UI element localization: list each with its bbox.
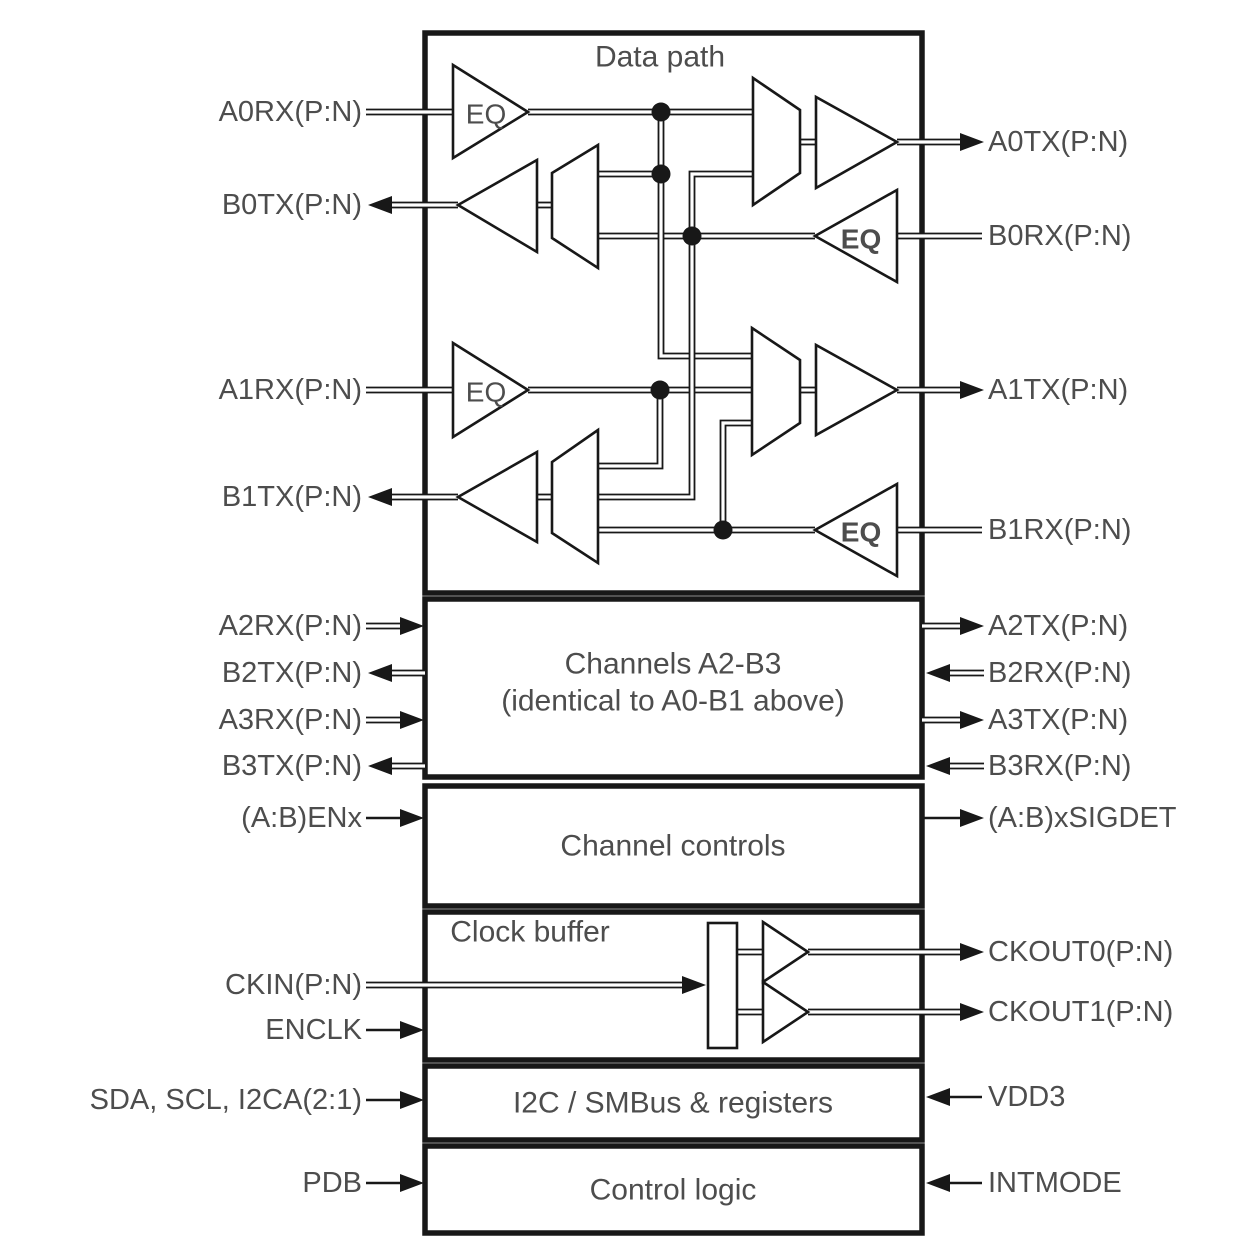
port-label-ckout1: CKOUT1(P:N) (988, 996, 1173, 1028)
port-label-vdd3: VDD3 (988, 1081, 1065, 1113)
arrow-ckout0 (960, 943, 984, 961)
channel-controls-title: Channel controls (560, 830, 785, 863)
arrow-enclk (400, 1021, 424, 1039)
arrow-i2c (400, 1091, 424, 1109)
arrow-a3tx (960, 711, 984, 729)
eq-b1-triangle (812, 481, 899, 579)
driver-b1tx-triangle (455, 449, 539, 545)
arrow-ckin (682, 976, 706, 994)
eq-labels: EQ EQ EQ EQ (466, 99, 881, 548)
eq-a1-triangle (451, 340, 531, 440)
port-label-i2c: SDA, SCL, I2CA(2:1) (90, 1084, 362, 1116)
port-label-enclk: ENCLK (265, 1014, 362, 1046)
mux-b1tx (550, 427, 600, 566)
arrow-intmode (926, 1174, 950, 1192)
arrow-en (400, 809, 424, 827)
port-label-b0rx: B0RX(P:N) (988, 220, 1131, 252)
port-label-a2rx: A2RX(P:N) (219, 610, 362, 642)
block-titles: Data path Channels A2-B3 (identical to A… (450, 41, 845, 1207)
left-port-labels: A0RX(P:N) B0TX(P:N) A1RX(P:N) B1TX(P:N) … (90, 96, 363, 1199)
driver-b0tx-triangle (455, 157, 539, 255)
junction-dot-b0 (682, 226, 702, 246)
junction-dot-b0mux (651, 164, 671, 184)
port-label-ckin: CKIN(P:N) (225, 969, 362, 1001)
eq-a0-label: EQ (466, 99, 506, 130)
port-label-b1tx: B1TX(P:N) (222, 481, 362, 513)
arrow-b3tx (368, 757, 392, 775)
junction-dot-a0 (651, 102, 671, 122)
arrow-pdb (400, 1174, 424, 1192)
eq-a1-label: EQ (466, 377, 506, 408)
driver-a1tx-triangle (814, 342, 900, 438)
port-label-a2tx: A2TX(P:N) (988, 610, 1128, 642)
port-label-pdb: PDB (302, 1167, 362, 1199)
port-label-b0tx: B0TX(P:N) (222, 189, 362, 221)
control-wires (366, 816, 982, 1185)
clock-fanout-rect (706, 921, 739, 1050)
port-label-b2tx: B2TX(P:N) (222, 657, 362, 689)
mux-b0tx (550, 142, 600, 271)
port-label-sigdet: (A:B)xSIGDET (988, 802, 1177, 834)
right-port-labels: A0TX(P:N) B0RX(P:N) A1TX(P:N) B1RX(P:N) … (988, 126, 1177, 1199)
junction-dot-b1 (713, 520, 733, 540)
junction-dots (650, 102, 733, 540)
port-label-a1rx: A1RX(P:N) (219, 374, 362, 406)
channels-title-line1: Channels A2-B3 (565, 648, 782, 681)
control-logic-title: Control logic (590, 1174, 757, 1207)
channels-a2-b3-box (422, 596, 925, 780)
arrow-sigdet (960, 809, 984, 827)
arrow-ckout1 (960, 1003, 984, 1021)
arrow-b2tx (368, 664, 392, 682)
arrowheads (368, 133, 984, 1192)
channel-controls-box (422, 783, 925, 909)
differential-wires (366, 108, 984, 1016)
arrow-a0tx (960, 133, 984, 151)
arrow-a2tx (960, 617, 984, 635)
clock-driver0-triangle (761, 919, 811, 985)
i2c-smbus-box (422, 1063, 925, 1143)
arrow-a2rx (400, 617, 424, 635)
mux-a1tx (750, 325, 802, 458)
eq-b0-triangle (812, 187, 899, 285)
arrow-a1tx (960, 381, 984, 399)
port-label-intmode: INTMODE (988, 1167, 1122, 1199)
port-label-b2rx: B2RX(P:N) (988, 657, 1131, 689)
port-label-a3tx: A3TX(P:N) (988, 704, 1128, 736)
arrow-b1tx (368, 488, 392, 506)
driver-a0tx-triangle (814, 94, 900, 191)
channels-title-line2: (identical to A0-B1 above) (501, 685, 845, 718)
arrow-b3rx (926, 757, 950, 775)
eq-b1-label: EQ (841, 517, 881, 548)
arrow-a3rx (400, 711, 424, 729)
i2c-smbus-title: I2C / SMBus & registers (513, 1087, 833, 1120)
mux-a0tx (751, 75, 802, 208)
data-path-title: Data path (595, 41, 725, 74)
port-label-b1rx: B1RX(P:N) (988, 514, 1131, 546)
arrow-b0tx (368, 196, 392, 214)
port-label-a3rx: A3RX(P:N) (219, 704, 362, 736)
clock-buffer-title: Clock buffer (450, 916, 610, 949)
control-logic-box (422, 1143, 925, 1236)
eq-a0-triangle (451, 62, 531, 161)
eq-b0-label: EQ (841, 224, 881, 255)
crossover-wires (598, 112, 753, 530)
port-label-b3tx: B3TX(P:N) (222, 750, 362, 782)
port-label-ckout0: CKOUT0(P:N) (988, 936, 1173, 968)
clock-driver1-triangle (761, 979, 811, 1045)
port-label-b3rx: B3RX(P:N) (988, 750, 1131, 782)
port-label-en: (A:B)ENx (241, 802, 362, 834)
arrow-vdd3 (926, 1088, 950, 1106)
port-label-a0rx: A0RX(P:N) (219, 96, 362, 128)
arrow-b2rx (926, 664, 950, 682)
port-label-a0tx: A0TX(P:N) (988, 126, 1128, 158)
datapath-components (451, 62, 900, 1050)
junction-dot-a1 (650, 380, 670, 400)
port-label-a1tx: A1TX(P:N) (988, 374, 1128, 406)
